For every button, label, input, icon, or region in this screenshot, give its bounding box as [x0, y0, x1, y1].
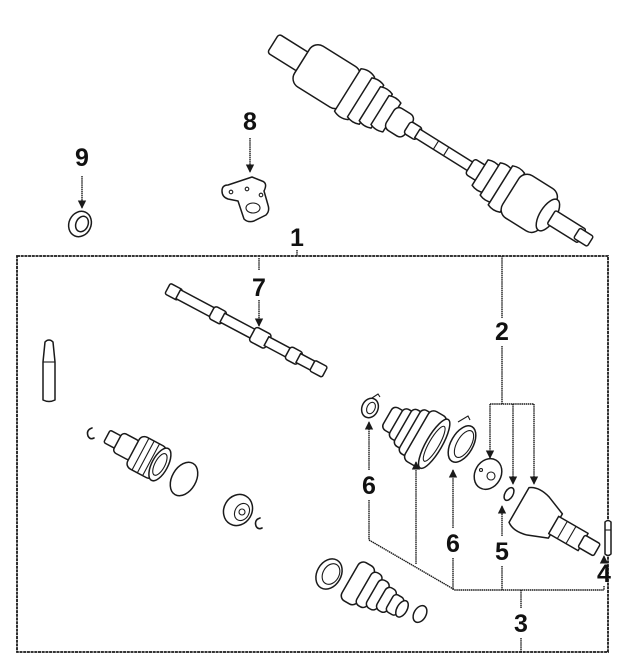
- complete-axle-illustration: [267, 34, 594, 247]
- callout-9: 8: [243, 108, 257, 136]
- pin-part-left: [42, 339, 56, 403]
- inner-cv-joint-part: [103, 430, 172, 482]
- leader-3-bracket: [368, 539, 604, 591]
- bearing-part: [222, 493, 254, 527]
- seal-part: [67, 210, 93, 238]
- outer-cv-joint-part: [508, 486, 601, 557]
- intermediate-shaft-part: [164, 283, 328, 378]
- circlip-small: [254, 517, 263, 530]
- outer-boot-part: [382, 406, 451, 470]
- bracket-part: [221, 176, 270, 223]
- callout-2: 2: [495, 318, 509, 346]
- boot-clamp-lower-small: [412, 604, 428, 624]
- callout-6a: 6: [362, 472, 376, 500]
- boot-clamp-large: [447, 415, 477, 463]
- callout-8: 9: [75, 144, 89, 172]
- callout-7: 7: [252, 274, 266, 302]
- callout-3: 3: [514, 610, 528, 638]
- pin-part-right: [604, 519, 612, 557]
- callout-1: 1: [290, 224, 304, 252]
- boot-clamp-small: [360, 393, 381, 419]
- callout-5: 5: [495, 538, 509, 566]
- circlip-left: [86, 427, 95, 440]
- callout-6b: 6: [446, 530, 460, 558]
- snap-ring-small: [503, 486, 515, 502]
- outer-cv-joint-inner-race: [473, 457, 503, 491]
- assembly-frame: [16, 255, 609, 653]
- callout-4: 4: [597, 560, 611, 588]
- inner-boot-part: [340, 561, 410, 618]
- snap-ring-large: [169, 461, 199, 497]
- boot-clamp-lower: [315, 558, 343, 590]
